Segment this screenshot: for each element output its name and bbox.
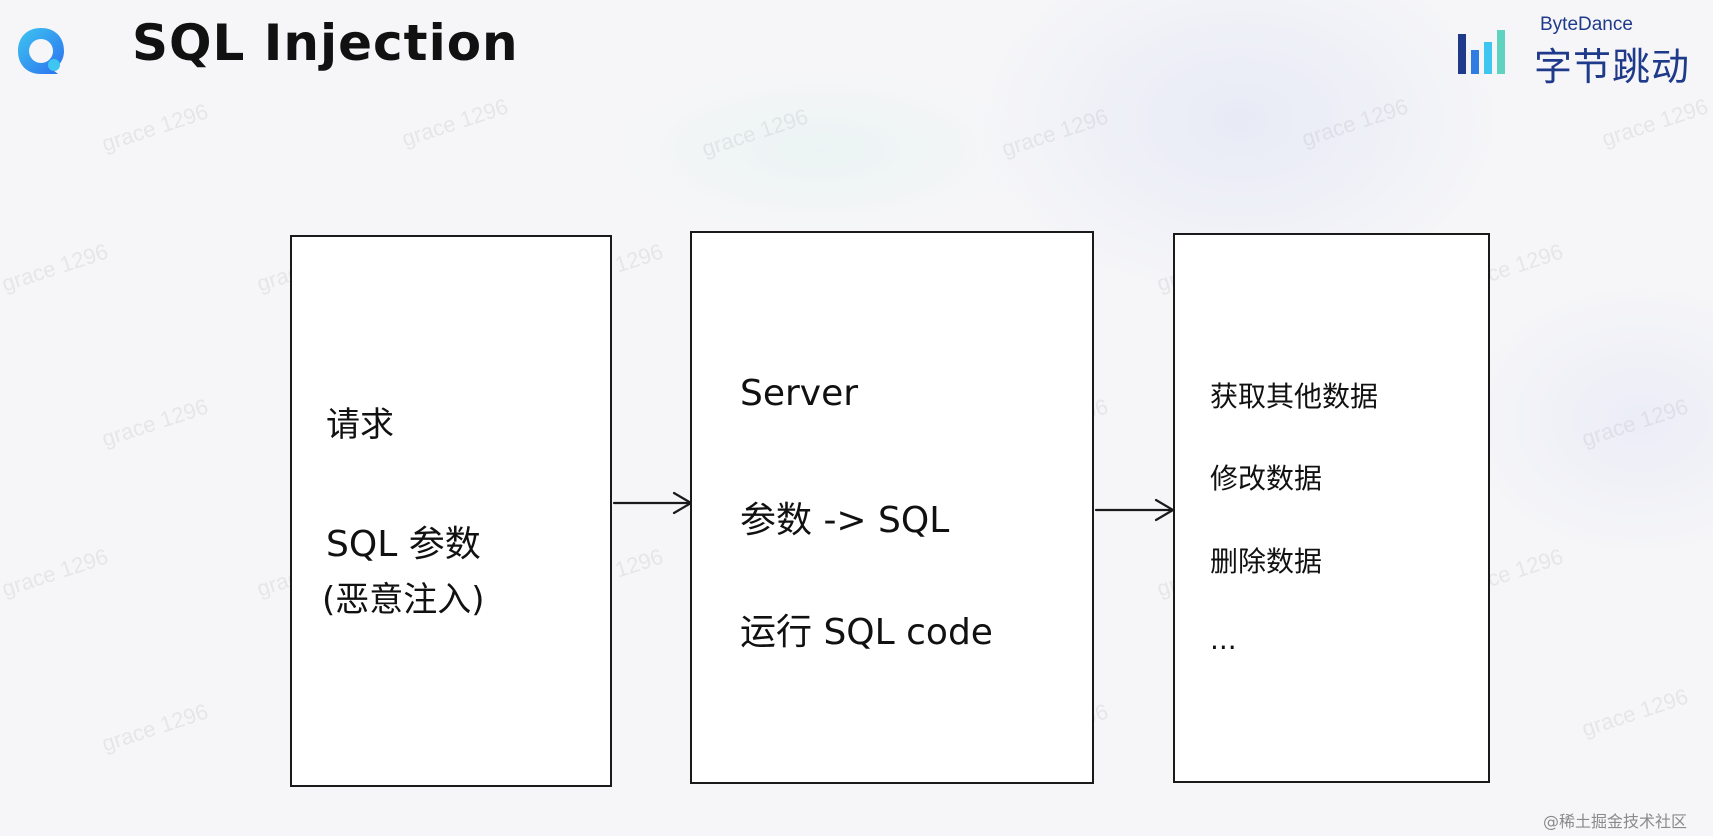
- source-credit: @稀土掘金技术社区: [1543, 812, 1688, 831]
- brand-chinese-name: 字节跳动: [1534, 45, 1691, 89]
- brand-english-name: ByteDance: [1540, 14, 1633, 35]
- page-title: SQL Injection: [132, 14, 519, 72]
- run-sql-code-label: 运行 SQL code: [740, 612, 993, 653]
- arrow-request-to-server: [612, 491, 693, 515]
- arrow-server-to-result: [1094, 498, 1175, 522]
- bytedance-bars-icon: [1458, 30, 1505, 74]
- app-logo-icon: [18, 28, 64, 74]
- result-box: 获取其他数据 修改数据 删除数据 ...: [1173, 233, 1490, 783]
- server-box: Server 参数 -> SQL 运行 SQL code: [690, 231, 1094, 784]
- result-item-delete-data: 删除数据: [1210, 545, 1323, 578]
- server-label: Server: [740, 373, 859, 414]
- result-item-ellipsis: ...: [1210, 623, 1237, 656]
- result-item-get-data: 获取其他数据: [1210, 380, 1379, 413]
- request-box: 请求 SQL 参数 (恶意注入): [290, 235, 612, 787]
- malicious-injection-label: (恶意注入): [322, 580, 485, 620]
- sql-params-label: SQL 参数: [326, 524, 481, 565]
- request-label: 请求: [326, 405, 394, 445]
- brand-logo: ByteDance 字节跳动: [1456, 14, 1706, 89]
- params-to-sql-label: 参数 -> SQL: [740, 500, 950, 541]
- result-item-modify-data: 修改数据: [1210, 462, 1323, 495]
